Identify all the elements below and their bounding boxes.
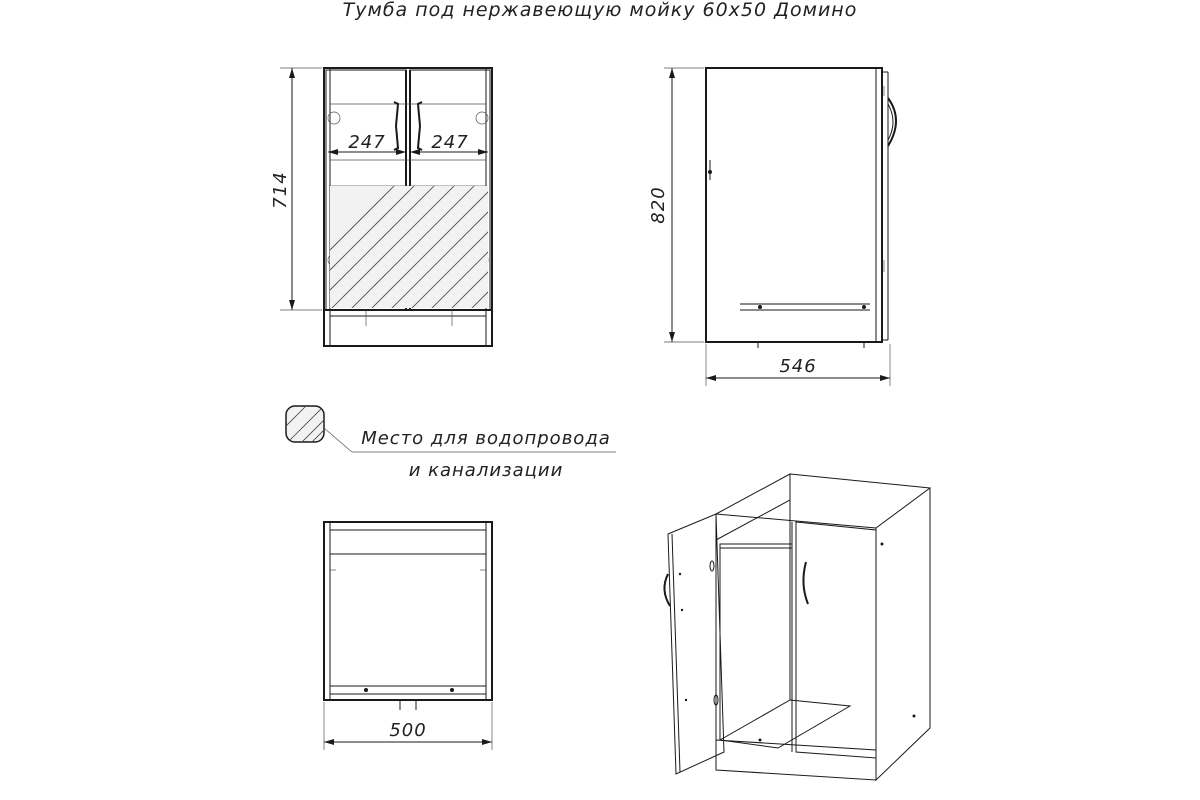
right-door-width-label: 247 xyxy=(431,132,468,153)
front-height-label: 714 xyxy=(270,171,291,208)
top-width-label: 500 xyxy=(389,720,426,741)
right-handle-icon xyxy=(416,101,423,151)
side-handle-icon xyxy=(887,97,897,147)
front-view: 714 247 247 xyxy=(270,67,493,347)
top-view: 500 xyxy=(323,521,493,750)
legend-line2: и канализации xyxy=(409,460,564,481)
plumbing-area-hatch xyxy=(330,186,488,308)
legend-line1: Место для водопровода xyxy=(361,428,611,449)
side-depth-label: 546 xyxy=(779,356,816,377)
iso-handle-icon xyxy=(802,561,809,605)
isometric-view xyxy=(663,473,931,782)
side-height-label: 820 xyxy=(648,186,669,223)
side-view: 820 546 xyxy=(648,67,897,386)
left-handle-icon xyxy=(393,101,400,151)
left-door-width-label: 247 xyxy=(348,132,385,153)
drawing-title: Тумба под нержавеющую мойку 60x50 Домино xyxy=(343,0,858,21)
legend: Место для водопровода и канализации xyxy=(285,405,616,481)
